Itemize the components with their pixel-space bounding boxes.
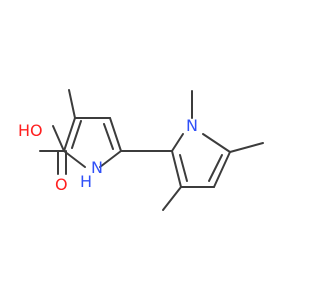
bond-methyl-c3 (68, 89, 76, 119)
bond-methyl-c3b (162, 186, 182, 211)
label-pyrrole-nh-n: N (91, 158, 103, 177)
molecule-structure: HO O N H N (18, 89, 264, 211)
bond-c3b-c2b (171, 150, 182, 188)
bond-c2b-n (171, 133, 184, 152)
bond-c3b-c2b-inner (179, 154, 188, 182)
bond-c2-c3 (63, 117, 76, 152)
bond-c5b-c4b-inner (208, 154, 223, 182)
bond-n-c5b (202, 133, 231, 153)
label-hydroxyl: HO (18, 121, 43, 140)
carboxylic-acid-group (39, 125, 67, 175)
label-carbonyl-oxygen: O (55, 175, 68, 194)
bond-c5-n1 (99, 150, 122, 168)
pyrrole-ring-left (63, 117, 122, 168)
pyrrole-ring-right (171, 133, 231, 188)
bond-c2-c3-inner (71, 120, 82, 149)
bond-c5b-c4b (213, 151, 231, 188)
molecule-canvas: HO O N H N (18, 89, 264, 211)
bond-n1-c2 (63, 150, 86, 168)
bond-methyl-c5b (229, 142, 264, 153)
bond-c4-c5 (109, 117, 122, 152)
label-pyrrole-nh-h: H (80, 172, 92, 191)
bond-c-oh (52, 125, 65, 152)
bond-c4-c5-inner (103, 123, 114, 150)
label-methyl-nitrogen: N (186, 116, 198, 135)
